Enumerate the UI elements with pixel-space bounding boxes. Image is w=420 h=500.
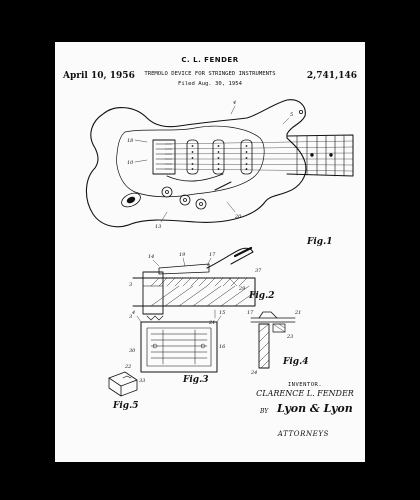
patent-number: 2,741,146 [306,71,357,81]
svg-text:17: 17 [209,252,216,258]
patent-sheet: C. L. FENDER April 10, 1956 2,741,146 TR… [55,42,365,462]
patent-filed-date: Filed Aug. 30, 1954 [178,81,242,87]
inventor-label: INVENTOR. [287,382,323,388]
svg-text:16: 16 [219,344,226,350]
svg-text:24: 24 [250,370,257,376]
svg-text:3: 3 [129,314,132,320]
fig5-label: Fig.5 [112,401,139,411]
inventor-block: INVENTOR. CLARENCE L. FENDER [250,382,360,398]
bridge-top-view-drawing [136,315,222,373]
svg-text:30: 30 [129,348,136,354]
svg-text:4: 4 [232,100,236,106]
patent-inventor-heading: C. L. FENDER [181,56,239,64]
fig4-label: Fig.4 [282,357,309,367]
svg-text:5: 5 [290,112,293,118]
by-label: BY [260,408,269,415]
spring-detail-drawing [250,311,296,369]
svg-text:17: 17 [247,310,254,316]
svg-text:13: 13 [155,224,161,230]
inventor-name: CLARENCE L. FENDER [256,389,354,398]
svg-text:10: 10 [127,160,134,166]
svg-text:21: 21 [208,320,215,326]
attorneys-label: ATTORNEYS [277,430,329,438]
svg-text:20: 20 [234,214,242,220]
small-part-drawing [108,371,138,397]
svg-text:15: 15 [219,310,225,316]
svg-text:19: 19 [179,252,186,258]
svg-text:23: 23 [286,334,293,340]
guitar-drawing [85,99,354,228]
patent-title: TREMOLO DEVICE FOR STRINGED INSTRUMENTS [144,71,276,77]
svg-text:3: 3 [129,282,132,288]
tremolo-section-drawing [132,246,256,321]
svg-text:37: 37 [255,268,262,274]
patent-date: April 10, 1956 [63,71,135,81]
fig3-label: Fig.3 [182,375,209,385]
attorney-signature: Lyon & Lyon [277,402,353,415]
svg-text:14: 14 [148,254,154,260]
svg-text:22: 22 [124,364,131,370]
svg-text:29: 29 [238,286,246,292]
svg-text:4: 4 [131,310,135,316]
svg-text:18: 18 [127,138,133,144]
svg-text:21: 21 [294,310,301,316]
fig1-label: Fig.1 [306,237,333,247]
svg-text:33: 33 [139,378,145,384]
fig2-label: Fig.2 [248,291,275,301]
